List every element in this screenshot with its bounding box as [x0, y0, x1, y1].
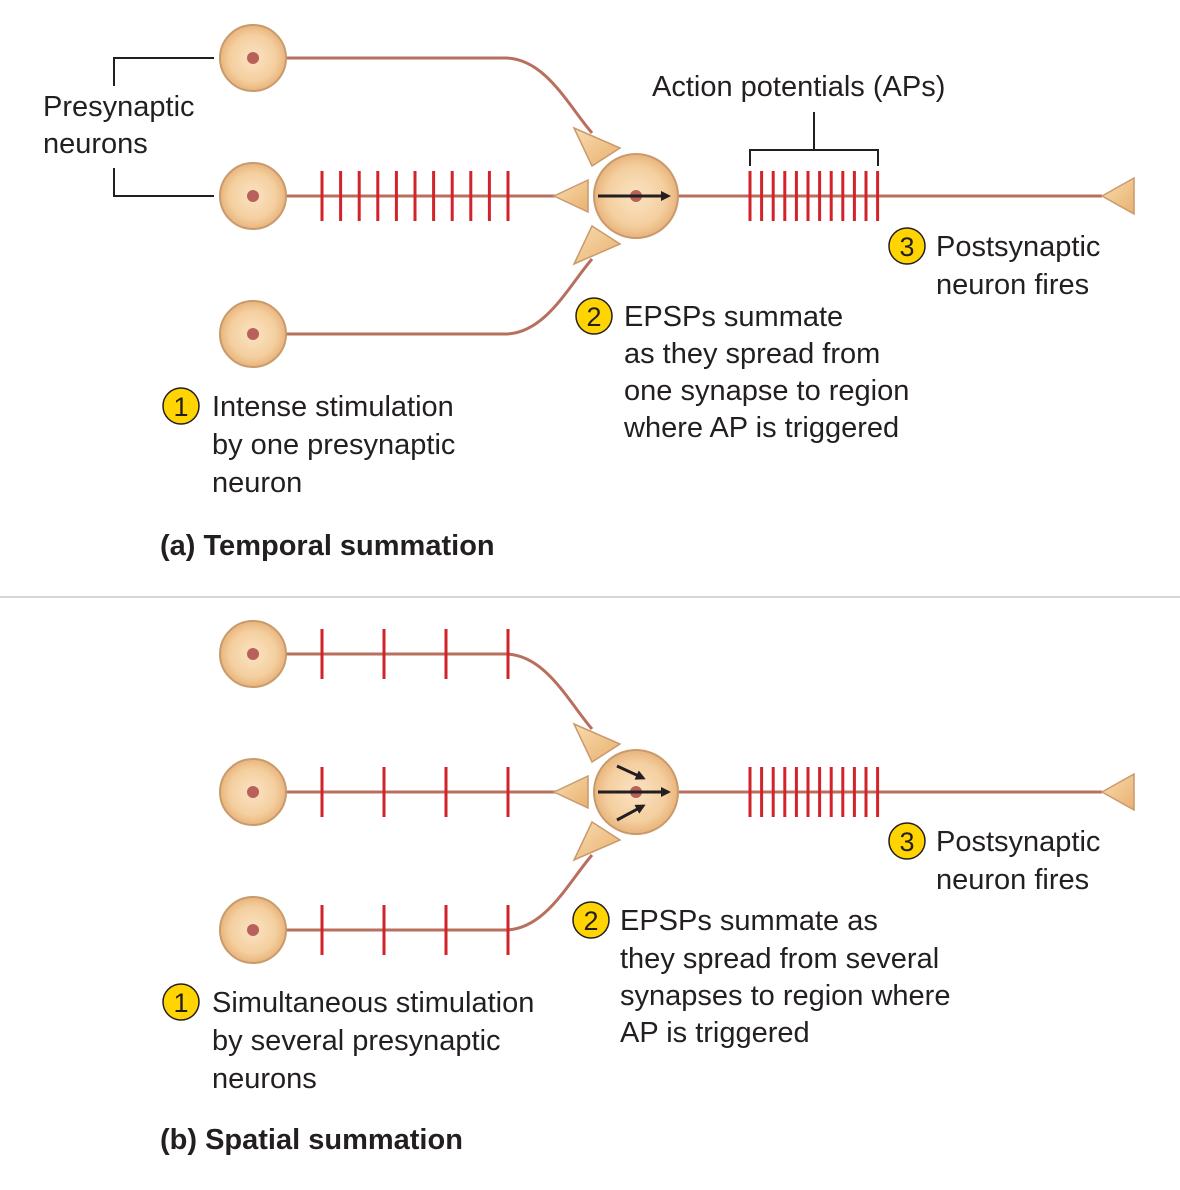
step-3-text-line1: Postsynaptic: [936, 231, 1100, 263]
axon-bottom: [286, 854, 594, 932]
epsp-arrow-upper: [616, 764, 646, 780]
caption-spatial: (b) Spatial summation: [160, 1124, 463, 1156]
step-1-text-line1: Intense stimulation: [212, 391, 454, 423]
step-1-badge: 1: [162, 387, 200, 425]
step-2-text-line1: EPSPs summate: [624, 301, 843, 333]
ap-bracket: [749, 112, 879, 166]
presynaptic-neuron-middle: [219, 162, 287, 230]
step-1-text-line2: by several presynaptic: [212, 1025, 501, 1057]
step-1-text-line2: by one presynaptic: [212, 429, 455, 461]
step-3-badge: 3: [888, 822, 926, 860]
action-potential-train-bottom: [320, 905, 510, 955]
presynaptic-neuron-top: [219, 24, 287, 92]
terminal-top: [572, 126, 622, 168]
action-potential-train-top: [320, 629, 510, 679]
terminal-top: [572, 722, 622, 764]
panel-spatial-summation: 1 Simultaneous stimulation by several pr…: [160, 620, 1135, 1156]
step-2-text-line3: synapses to region where: [620, 980, 950, 1012]
presynaptic-label-line1: Presynaptic: [43, 91, 195, 123]
step-1-number: 1: [173, 392, 188, 422]
step-3-text-line2: neuron fires: [936, 269, 1089, 301]
terminal-middle: [552, 774, 589, 810]
step-1-number: 1: [173, 988, 188, 1018]
axon-top: [286, 652, 594, 730]
step-1-text-line3: neuron: [212, 467, 302, 499]
step-2-text-line3: one synapse to region: [624, 375, 909, 407]
axon-bottom: [286, 258, 594, 336]
step-3-number: 3: [899, 232, 914, 262]
presynaptic-neuron-middle: [219, 758, 287, 826]
step-3-badge: 3: [888, 227, 926, 265]
terminal-postsynaptic-end: [1100, 176, 1135, 216]
terminal-bottom: [572, 224, 622, 266]
presynaptic-neuron-bottom: [219, 896, 287, 964]
step-2-text-line4: AP is triggered: [620, 1017, 810, 1049]
step-1-text-line1: Simultaneous stimulation: [212, 987, 534, 1019]
step-3-number: 3: [899, 827, 914, 857]
ap-label: Action potentials (APs): [652, 71, 945, 103]
postsynaptic-neuron: [593, 153, 679, 239]
presynaptic-neuron-top: [219, 620, 287, 688]
axon-top: [286, 56, 594, 134]
step-2-text-line4: where AP is triggered: [623, 412, 899, 444]
terminal-bottom: [572, 820, 622, 862]
step-1-badge: 1: [162, 983, 200, 1021]
step-2-text-line2: they spread from several: [620, 943, 939, 975]
step-2-number: 2: [586, 302, 601, 332]
step-2-number: 2: [583, 906, 598, 936]
step-2-text-line1: EPSPs summate as: [620, 905, 878, 937]
presynaptic-label-line2: neurons: [43, 128, 148, 160]
step-3-text-line1: Postsynaptic: [936, 826, 1100, 858]
presynaptic-neuron-bottom: [219, 300, 287, 368]
action-potential-train-middle: [320, 767, 510, 817]
presynaptic-bracket: [113, 57, 214, 197]
terminal-middle: [552, 178, 589, 214]
action-potential-train-postsynaptic: [748, 767, 880, 817]
step-2-badge: 2: [572, 901, 610, 939]
terminal-postsynaptic-end: [1100, 772, 1135, 812]
epsp-arrow-lower: [616, 804, 646, 822]
panel-temporal-summation: Presynaptic neurons Action potentials (A…: [43, 24, 1135, 562]
action-potential-train-postsynaptic: [748, 171, 880, 221]
step-2-text-line2: as they spread from: [624, 338, 880, 370]
step-1-text-line3: neurons: [212, 1063, 317, 1095]
step-3-text-line2: neuron fires: [936, 864, 1089, 896]
step-2-badge: 2: [575, 297, 613, 335]
caption-temporal: (a) Temporal summation: [160, 530, 495, 562]
action-potential-train-presynaptic: [320, 171, 510, 221]
postsynaptic-neuron: [593, 749, 679, 835]
